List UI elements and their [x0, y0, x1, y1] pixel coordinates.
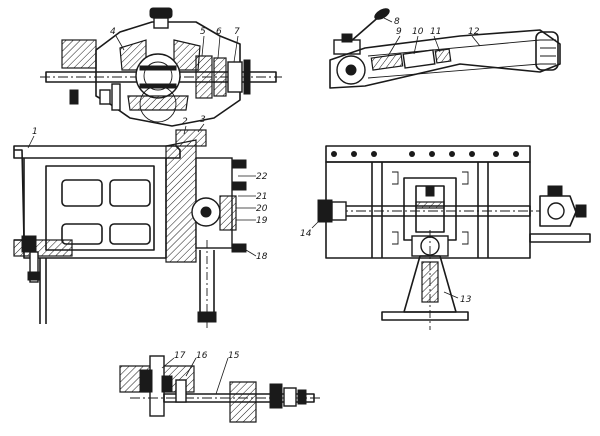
frame-front-view	[317, 145, 591, 330]
callout-7: 7	[234, 27, 240, 37]
callout-10: 10	[412, 27, 424, 37]
callout-1: 1	[32, 127, 38, 137]
callout-19: 19	[256, 216, 268, 226]
callout-5: 5	[200, 27, 206, 37]
callout-2: 2	[182, 117, 188, 127]
callout-8: 8	[394, 17, 400, 27]
frame-side-section-view	[13, 129, 247, 330]
callout-6: 6	[216, 27, 222, 37]
callout-21: 21	[256, 192, 267, 202]
callout-14: 14	[300, 229, 312, 239]
linkage-shaft-detail-view	[119, 355, 320, 423]
callout-labels: 4 5 6 7 8 9 10 11 12 1 2 3 22 21 20 19	[27, 17, 481, 395]
callout-20: 20	[256, 204, 268, 214]
callout-3: 3	[200, 115, 206, 125]
callout-15: 15	[228, 351, 240, 361]
callout-9: 9	[396, 27, 402, 37]
callout-22: 22	[256, 172, 268, 182]
callout-11: 11	[430, 27, 441, 37]
callout-13: 13	[460, 295, 472, 305]
callout-4: 4	[110, 27, 116, 37]
callout-17: 17	[174, 351, 186, 361]
callout-12: 12	[468, 27, 480, 37]
lever-assembly-view	[329, 8, 561, 89]
callout-16: 16	[196, 351, 208, 361]
callout-18: 18	[256, 252, 268, 262]
gear-housing-section-view	[40, 7, 282, 127]
